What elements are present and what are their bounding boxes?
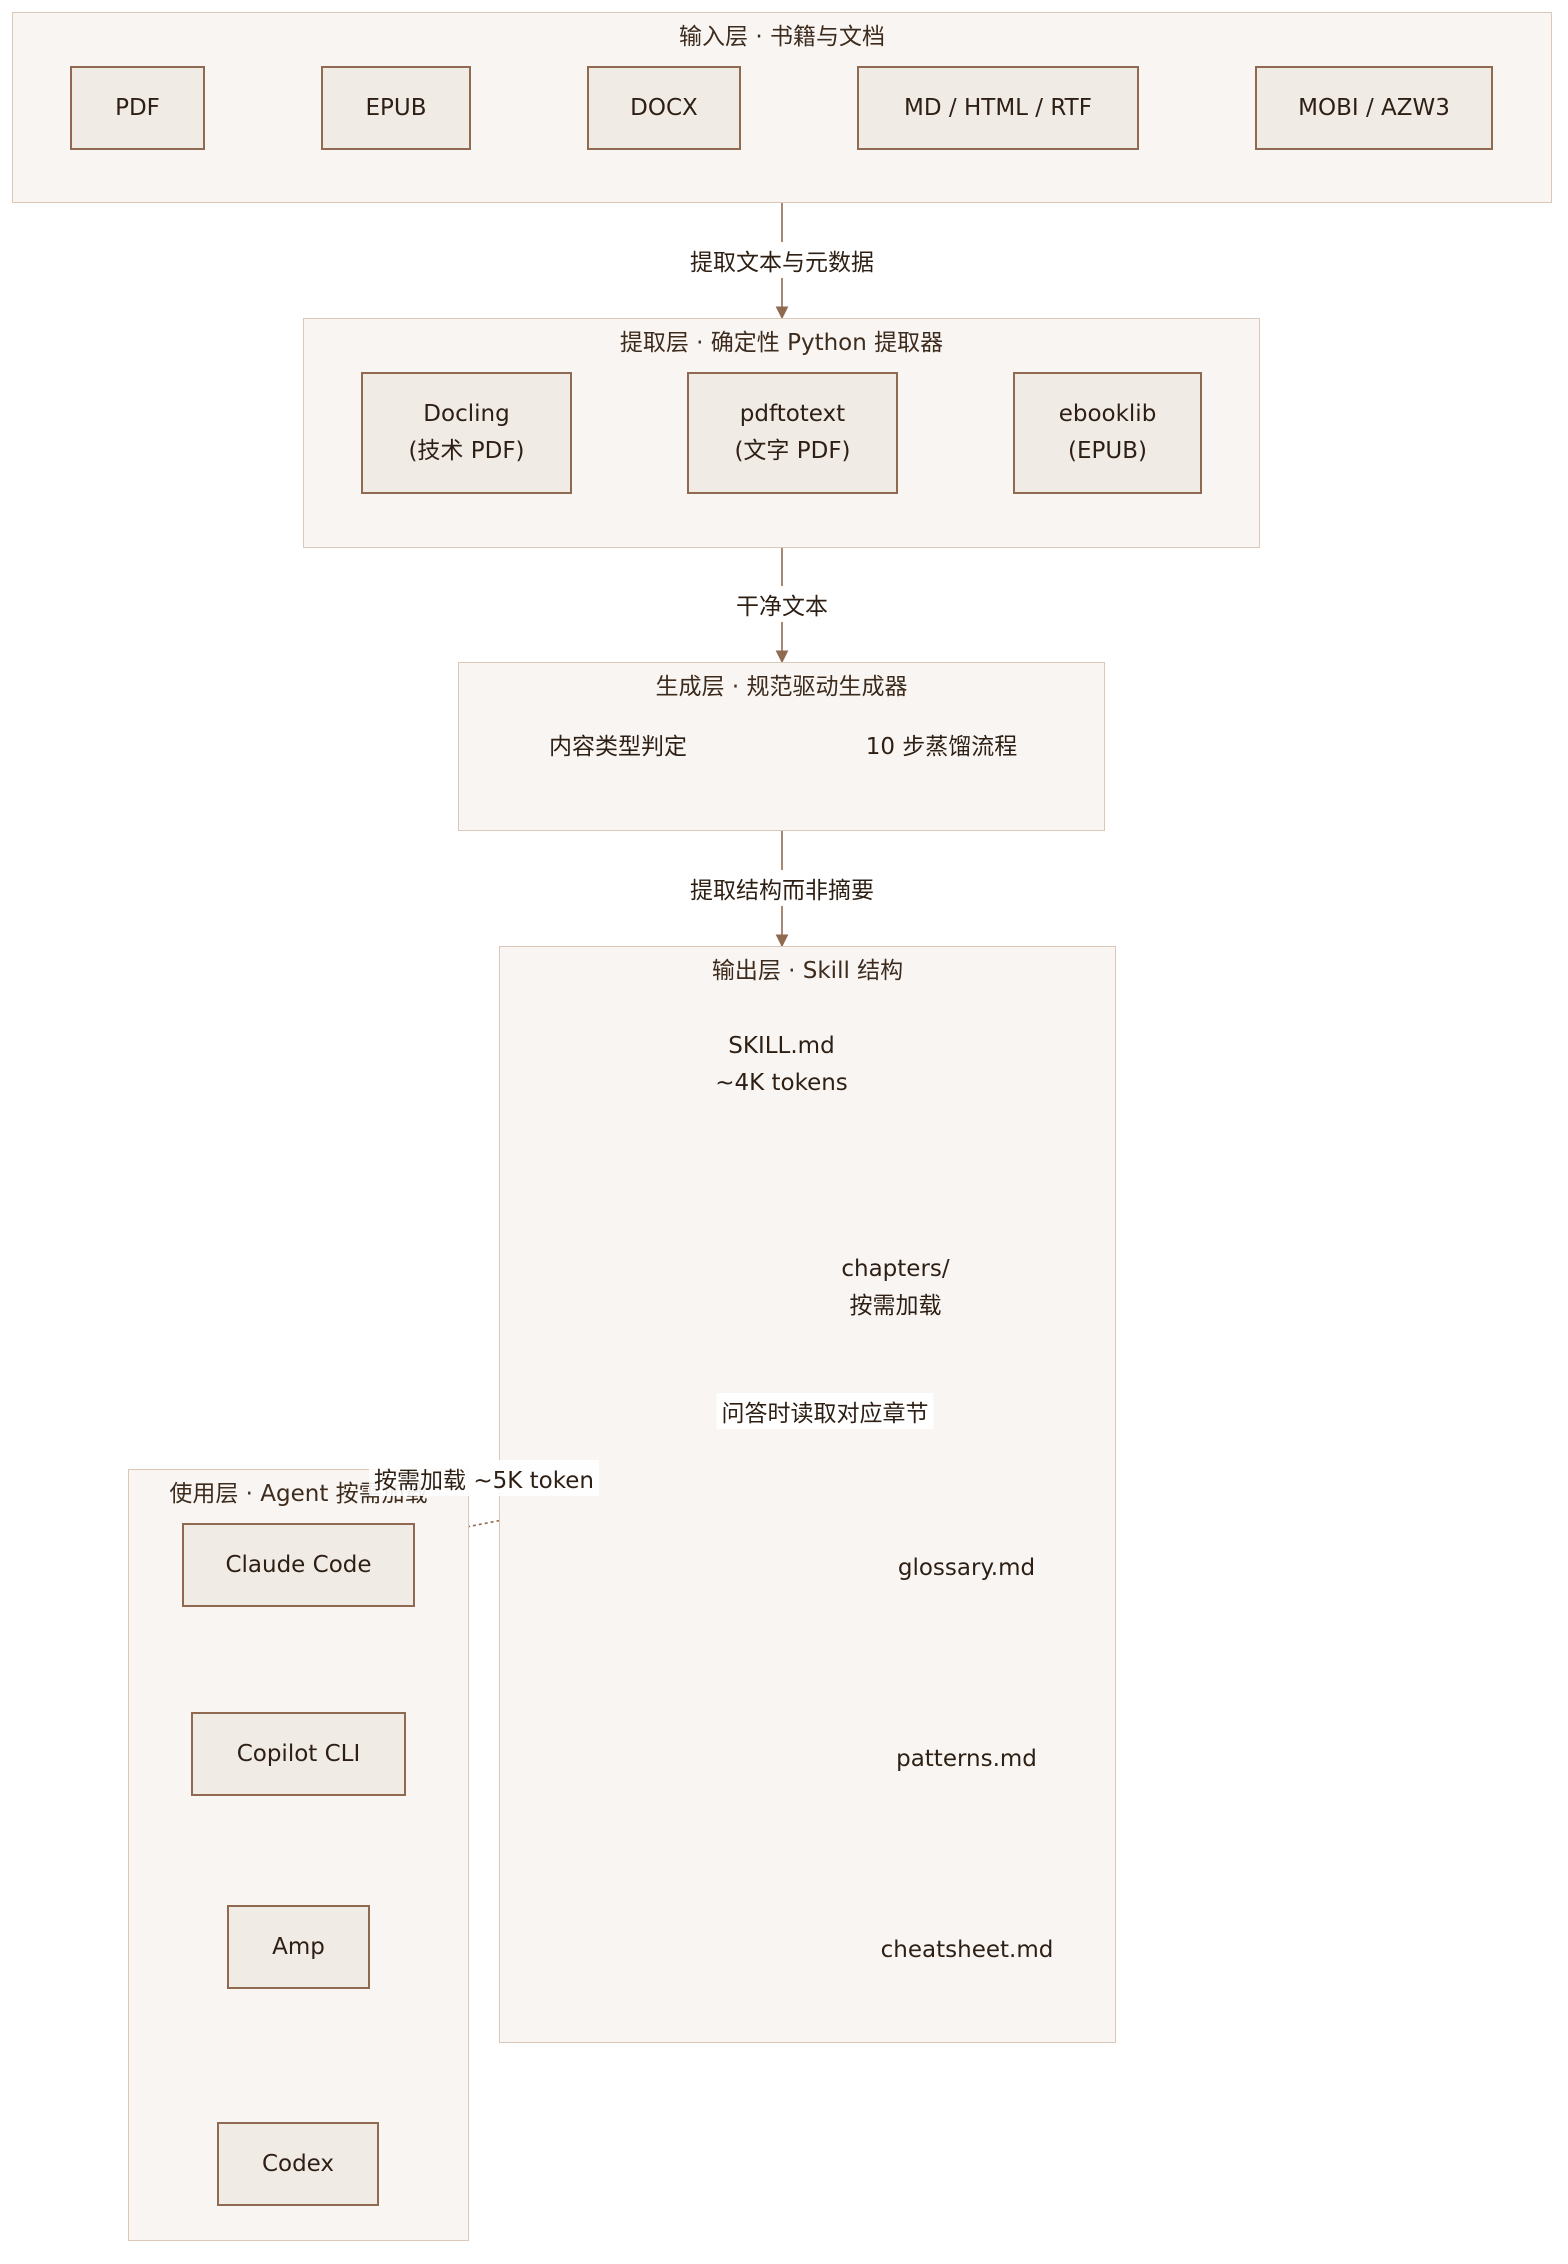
- node-content-type[interactable]: 内容类型判定: [549, 733, 687, 760]
- edge-label-structure: 提取结构而非摘要: [685, 870, 879, 906]
- node-distill-steps[interactable]: 10 步蒸馏流程: [865, 733, 1018, 760]
- edge-label-extract-text: 提取文本与元数据: [685, 242, 879, 278]
- edge-label-clean-text: 干净文本: [731, 586, 833, 622]
- input-layer-title: 输入层 · 书籍与文档: [679, 24, 885, 50]
- node-cheatsheet[interactable]: cheatsheet.md: [880, 1937, 1054, 1963]
- edge-label-read-chapter: 问答时读取对应章节: [716, 1393, 934, 1429]
- node-skill-md[interactable]: SKILL.md ~4K tokens: [715, 1032, 848, 1096]
- node-amp[interactable]: Amp: [227, 1905, 370, 1989]
- node-md-html-rtf[interactable]: MD / HTML / RTF: [857, 66, 1139, 150]
- node-claude-code[interactable]: Claude Code: [182, 1523, 415, 1607]
- node-chapters[interactable]: chapters/ 按需加载: [841, 1255, 950, 1319]
- node-patterns[interactable]: patterns.md: [896, 1745, 1037, 1772]
- edge-label-load-budget: 按需加载 ~5K token: [369, 1460, 599, 1496]
- node-epub[interactable]: EPUB: [321, 66, 471, 150]
- node-copilot-cli[interactable]: Copilot CLI: [191, 1712, 406, 1796]
- node-docling[interactable]: Docling (技术 PDF): [361, 372, 572, 494]
- node-pdftotext[interactable]: pdftotext (文字 PDF): [687, 372, 898, 494]
- node-ebooklib[interactable]: ebooklib (EPUB): [1013, 372, 1202, 494]
- node-mobi-azw3[interactable]: MOBI / AZW3: [1255, 66, 1493, 150]
- generate-layer-title: 生成层 · 规范驱动生成器: [655, 674, 908, 700]
- output-layer: 输出层 · Skill 结构: [499, 946, 1116, 2043]
- node-pdf[interactable]: PDF: [70, 66, 205, 150]
- generate-layer: 生成层 · 规范驱动生成器: [458, 662, 1105, 831]
- node-codex[interactable]: Codex: [217, 2122, 379, 2206]
- node-glossary[interactable]: glossary.md: [897, 1555, 1036, 1581]
- node-docx[interactable]: DOCX: [587, 66, 741, 150]
- extract-layer-title: 提取层 · 确定性 Python 提取器: [619, 330, 944, 356]
- output-layer-title: 输出层 · Skill 结构: [711, 958, 904, 984]
